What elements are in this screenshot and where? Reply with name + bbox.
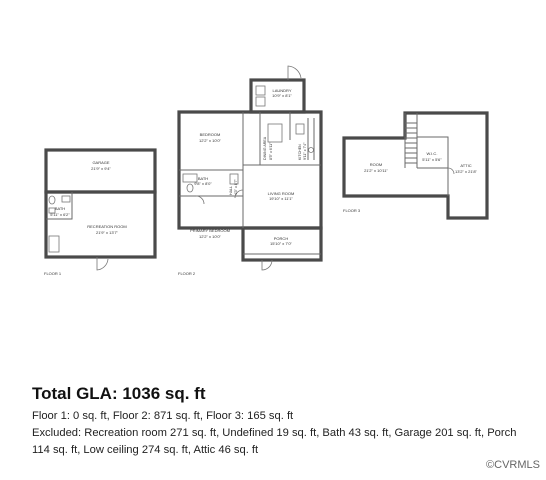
floor-2-living-name: LIVING ROOM bbox=[268, 191, 295, 196]
floor-1-garage-walls bbox=[44, 148, 157, 194]
floor-2-dining-name: DINING AREA bbox=[263, 136, 267, 160]
floor-2-porch-door-swing bbox=[261, 259, 273, 271]
floor-2-primary-dims: 12'2" x 10'0" bbox=[199, 234, 222, 239]
floor-3-room-name: ROOM bbox=[370, 162, 382, 167]
floor-2-laundry-name: LAUNDRY bbox=[272, 88, 291, 93]
floor-2-bedroom-name: BEDROOM bbox=[200, 132, 221, 137]
floor-3-room-dims: 21'2" x 10'11" bbox=[364, 168, 388, 173]
floor-3-attic-name: ATTIC bbox=[460, 163, 471, 168]
floor-1-recreation-name: RECREATION ROOM bbox=[87, 224, 126, 229]
floor-2-bath-name: BATH bbox=[198, 176, 208, 181]
floor-2-porch-walls bbox=[241, 226, 323, 262]
floor-2-porch-name: PORCH bbox=[274, 236, 289, 241]
floor-1-bath-partition bbox=[46, 200, 73, 220]
floor-2-top-door-swing bbox=[287, 65, 302, 80]
floor-1-garage-dims: 21'9" x 9'4" bbox=[91, 166, 111, 171]
floor-2-dining-dims: 8'5" x 6'11" bbox=[269, 142, 273, 160]
floor-2-bedroom-dims: 12'2" x 10'0" bbox=[199, 138, 222, 143]
floor-2-bath-dims: 9'8" x 8'0" bbox=[194, 181, 212, 186]
toilet-fixture bbox=[48, 195, 56, 205]
floor-2-primary-name: PRIMARY BEDROOM bbox=[190, 228, 230, 233]
floor-3-wic-dims: 5'11" x 5'6" bbox=[422, 157, 442, 162]
floor-1-recreation-dims: 21'9" x 13'7" bbox=[96, 230, 119, 235]
floor-3-label: FLOOR 3 bbox=[343, 208, 361, 213]
floor-1-label: FLOOR 1 bbox=[44, 271, 62, 276]
floor-1-bath-name: BATH bbox=[55, 206, 65, 211]
floor-3-plan: ROOM 21'2" x 10'11" W.I.C. 5'11" x 5'6" … bbox=[342, 111, 489, 220]
gla-summary: Total GLA: 1036 sq. ft Floor 1: 0 sq. ft… bbox=[32, 384, 532, 459]
floor-2-hall-dims: 4'3" x 8'7" bbox=[234, 179, 238, 195]
floor-2-hall-name: HALL bbox=[229, 186, 233, 195]
floor-3-wic-name: W.I.C. bbox=[427, 151, 438, 156]
floor-plan-drawing: GARAGE 21'9" x 9'4" BATH 5'11" x 6'2" RE… bbox=[44, 65, 489, 276]
floor-3-attic-dims: 13'2" x 21'8" bbox=[455, 169, 478, 174]
floor-1-bath-dims: 5'11" x 6'2" bbox=[50, 212, 70, 217]
floor-2-label: FLOOR 2 bbox=[178, 271, 196, 276]
floor-2-kitchen-dims: 9'11" x 7'4" bbox=[303, 142, 307, 160]
floor-1-garage-name: GARAGE bbox=[92, 160, 109, 165]
floor-1-door-swing bbox=[96, 257, 109, 271]
cvrmls-watermark: ©CVRMLS bbox=[486, 459, 540, 471]
floor-1-lower-walls bbox=[44, 190, 157, 259]
floor-2-kitchen-name: KITCHEN bbox=[298, 144, 302, 160]
floor-2-living-dims: 19'10" x 11'1" bbox=[269, 196, 293, 201]
floor-1-plan: GARAGE 21'9" x 9'4" BATH 5'11" x 6'2" RE… bbox=[44, 148, 157, 276]
floor-3-stairs bbox=[405, 122, 417, 164]
floor-2-porch-dims: 15'10" x 7'0" bbox=[270, 241, 293, 246]
floor-2-laundry-dims: 10'9" x 8'1" bbox=[272, 93, 292, 98]
floor-2-plan: LAUNDRY 10'9" x 8'1" BEDROOM 12'2" x 10'… bbox=[177, 65, 323, 276]
sink-fixture bbox=[48, 207, 56, 214]
excluded-areas-line: Excluded: Recreation room 271 sq. ft, Un… bbox=[32, 427, 517, 456]
floor-areas-line: Floor 1: 0 sq. ft, Floor 2: 871 sq. ft, … bbox=[32, 410, 294, 422]
total-gla-title: Total GLA: 1036 sq. ft bbox=[32, 384, 206, 403]
